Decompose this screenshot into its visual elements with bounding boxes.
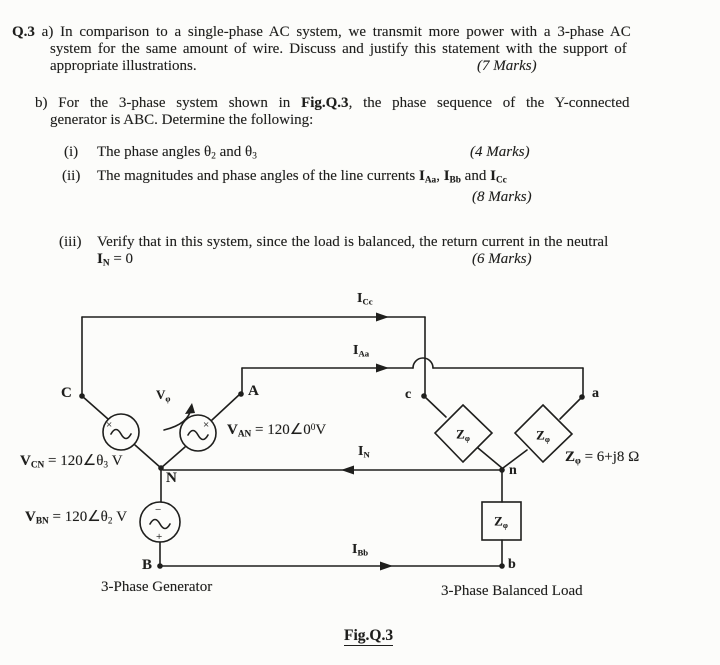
arrow-current-Aa [376, 363, 389, 373]
question-b-line1: b) For the 3-phase system shown in Fig.Q… [35, 95, 630, 111]
arrow-phase-rotation [185, 403, 195, 414]
wires [81, 316, 584, 567]
wire-a-to-diamond [559, 396, 583, 420]
cross-mark-sourceCN: × [106, 419, 112, 431]
wire-crossover-hop [412, 357, 434, 369]
node-dot-c [421, 393, 427, 399]
load-impedance-an-diamond [513, 403, 574, 464]
wire-C-to-source [81, 395, 109, 420]
node-label-b: b [508, 557, 516, 572]
label-zphi-square-bn: Zφ [494, 513, 508, 530]
label-vcn: VCN = 120∠θ3 V [20, 453, 123, 471]
sine-glyph-sourceAN [187, 429, 209, 441]
item-i-marks: (4 Marks) [470, 144, 530, 160]
question-a-line1: Q.3 a) In comparison to a single-phase A… [12, 24, 631, 40]
source-polarity-marks: × × − + [106, 419, 209, 543]
sine-glyph-sourceCN [110, 428, 132, 440]
node-label-C: C [61, 385, 72, 401]
wire-A-to-source [211, 393, 241, 421]
label-zphi-diamond-an: Zφ [536, 427, 550, 444]
figure-caption: Fig.Q.3 [344, 627, 394, 646]
figure-caption-text: Fig.Q.3 [344, 627, 394, 646]
node-dot-C [79, 393, 85, 399]
dots-and-arrows [79, 312, 585, 571]
item-iii-marks: (6 Marks) [472, 251, 532, 267]
wire-sourceAN-to-N [160, 446, 186, 469]
question-b-line2: generator is ABC. Determine the followin… [50, 112, 314, 128]
label-van: VAN = 120∠00V [227, 422, 327, 440]
generator-title: 3-Phase Generator [101, 579, 213, 595]
label-current-icc: ICc [357, 291, 373, 307]
node-dot-a [579, 394, 585, 400]
label-vbn: VBN = 120∠θ2 V [25, 509, 128, 527]
item-ii-marker: (ii) [62, 168, 81, 184]
ac-source-CN [102, 413, 140, 451]
node-label-A: A [248, 383, 259, 399]
label-current-ibb: IBb [352, 542, 369, 558]
item-i-text: The phase angles θ2 and θ3 [97, 144, 257, 162]
item-i-marker: (i) [64, 144, 79, 160]
label-vphi: Vφ [156, 387, 171, 404]
item-ii-text: The magnitudes and phase angles of the l… [97, 168, 507, 186]
cross-mark-sourceAN: × [203, 419, 209, 431]
label-current-in: IN [358, 444, 370, 460]
load-impedance-cn-diamond [433, 403, 494, 464]
label-impedance-value: Zφ = 6+j8 Ω [565, 449, 640, 467]
ac-source-AN [179, 414, 217, 452]
minus-mark-sourceBN: − [155, 504, 161, 516]
node-label-c: c [405, 387, 412, 402]
label-current-iaa: IAa [353, 343, 370, 359]
item-iii-marker: (iii) [59, 234, 82, 250]
node-dot-B [157, 563, 163, 569]
question-a-line2: system for the same amount of wire. Disc… [50, 41, 627, 57]
node-dot-n [499, 467, 505, 473]
item-iii-text: Verify that in this system, since the lo… [97, 234, 609, 250]
arrow-current-Bb [380, 561, 393, 571]
item-iii-text2: IN = 0 [97, 251, 134, 269]
label-zphi-diamond-cn: Zφ [456, 426, 470, 443]
load-title: 3-Phase Balanced Load [441, 583, 583, 599]
node-dot-N [158, 465, 164, 471]
node-dot-b [499, 563, 505, 569]
node-label-a: a [592, 386, 599, 401]
wire-diamond-to-n-right [502, 449, 528, 469]
arrow-current-N [341, 465, 354, 475]
wire-sourceCN-to-N [134, 444, 162, 469]
node-label-n: n [509, 463, 517, 478]
arrow-current-Cc [376, 312, 389, 322]
question-a-line3: appropriate illustrations. [50, 58, 197, 74]
plus-mark-sourceBN: + [156, 531, 162, 543]
item-ii-marks: (8 Marks) [472, 189, 532, 205]
wire-diamond-to-n-left [477, 447, 503, 469]
node-dot-A [238, 391, 244, 397]
sine-glyph-sourceBN [149, 518, 171, 530]
node-label-B: B [142, 557, 153, 573]
question-a-marks: (7 Marks) [477, 58, 537, 74]
wire-c-to-diamond [423, 395, 447, 418]
node-label-N: N [166, 470, 177, 486]
